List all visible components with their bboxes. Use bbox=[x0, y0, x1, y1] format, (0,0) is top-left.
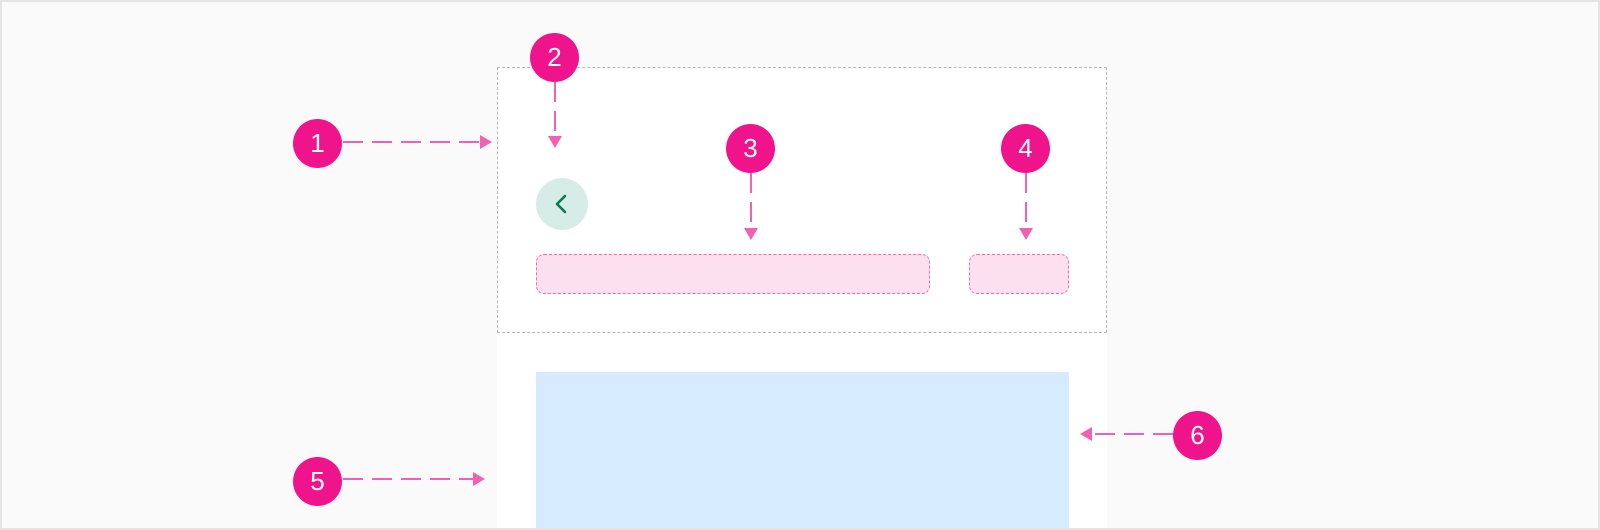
header-region bbox=[497, 67, 1107, 333]
callout-badge-3: 3 bbox=[726, 124, 775, 173]
callout-arrowhead-4 bbox=[1019, 228, 1033, 240]
callout-badge-6: 6 bbox=[1173, 411, 1222, 460]
callout-arrowhead-3 bbox=[744, 228, 758, 240]
callout-badge-2: 2 bbox=[530, 33, 579, 82]
callout-arrowhead-2 bbox=[548, 136, 562, 148]
content-area bbox=[536, 372, 1069, 528]
callout-arrowhead-6 bbox=[1080, 427, 1092, 441]
title-slot bbox=[536, 254, 930, 294]
callout-arrowhead-1 bbox=[480, 135, 492, 149]
callout-badge-1: 1 bbox=[293, 119, 342, 168]
callout-badge-4: 4 bbox=[1001, 124, 1050, 173]
back-button[interactable] bbox=[536, 178, 588, 230]
callout-badge-5: 5 bbox=[293, 457, 342, 506]
callout-arrowhead-5 bbox=[473, 472, 485, 486]
action-slot bbox=[969, 254, 1069, 294]
chevron-left-icon bbox=[555, 194, 567, 214]
